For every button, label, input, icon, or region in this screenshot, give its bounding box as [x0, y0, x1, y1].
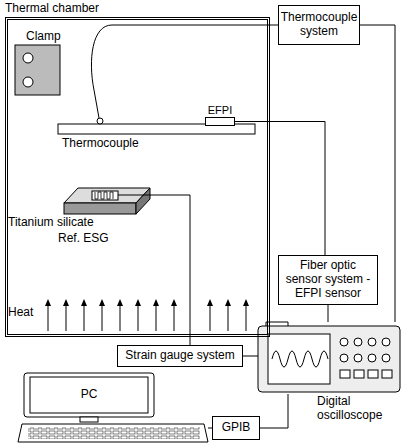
heat-arrow-head — [153, 299, 159, 306]
button — [382, 370, 392, 378]
heat-arrow-head — [117, 299, 123, 306]
knob — [340, 338, 348, 346]
heat-arrow-head — [243, 299, 249, 306]
efpi-sensor: EFPI — [205, 117, 235, 126]
connector — [328, 305, 329, 322]
heat-arrow-shaft — [156, 303, 157, 331]
system-box: Thermocouple system — [278, 5, 360, 45]
monitor — [24, 373, 154, 417]
connector — [243, 356, 258, 357]
pc-picture — [18, 373, 208, 442]
heat-arrow-shaft — [102, 303, 103, 331]
node-label: GPIB — [222, 421, 251, 435]
heat-arrow-head — [135, 299, 141, 306]
button — [368, 370, 378, 378]
monitor-screen — [30, 377, 148, 413]
knob — [340, 354, 348, 362]
heat-arrows — [45, 299, 249, 331]
connector — [235, 122, 325, 256]
thermocouple-bead — [97, 118, 103, 124]
connector — [260, 394, 288, 428]
node-label: Thermal chamber — [5, 2, 99, 16]
heat-arrow-shaft — [84, 303, 85, 331]
knob — [354, 354, 362, 362]
node-label: Strain gauge system — [125, 349, 234, 363]
heat-arrow-head — [225, 299, 231, 306]
gpib-box: GPIB — [212, 416, 260, 440]
heat-arrow-shaft — [120, 303, 121, 331]
knob — [368, 338, 376, 346]
pc: PC — [18, 372, 208, 442]
node-label: EFPI — [208, 104, 232, 117]
keyboard — [18, 424, 208, 442]
oscilloscope-picture — [258, 322, 400, 392]
system-box: Strain gauge system — [117, 345, 243, 367]
titanium-silicate-block — [64, 188, 150, 214]
knob — [368, 354, 376, 362]
clamp-block — [15, 45, 60, 95]
button — [340, 370, 350, 378]
clamp-bolt — [23, 53, 33, 63]
part-label: Ref. ESG — [58, 232, 109, 246]
button — [354, 370, 364, 378]
node-label: PC — [30, 377, 148, 413]
heat-arrow-shaft — [246, 303, 247, 331]
scope-screen — [268, 334, 330, 384]
heat-arrow-shaft — [210, 303, 211, 331]
part-label: Heat — [8, 306, 33, 320]
part-label: Titanium silicate — [8, 216, 94, 230]
gauge-wire — [118, 195, 190, 345]
node-label: Digital oscilloscope — [317, 395, 399, 423]
oscilloscope: Digital oscilloscope — [258, 322, 403, 394]
monitor-stand — [80, 417, 98, 422]
heat-arrow-head — [45, 299, 51, 306]
heat-arrow-head — [207, 299, 213, 306]
knob — [382, 354, 390, 362]
clamp — [15, 45, 60, 95]
heat-arrow-head — [171, 299, 177, 306]
part-label: Thermocouple — [62, 137, 139, 151]
node-label: Thermocouple system — [281, 11, 358, 39]
node-label: Fiber optic sensor system - EFPI sensor — [281, 259, 375, 300]
heat-arrow-shaft — [174, 303, 175, 331]
heat-arrow-head — [99, 299, 105, 306]
block-side — [136, 188, 150, 214]
strain-gauge — [92, 191, 118, 200]
keyboard-keys — [28, 427, 200, 439]
thermal-chamber: Thermal chamberEFPI — [5, 17, 270, 337]
thermocouple-wire — [91, 25, 278, 118]
heat-arrow-head — [81, 299, 87, 306]
heat-arrow-shaft — [138, 303, 139, 331]
part-label: Clamp — [26, 30, 61, 44]
knob — [354, 338, 362, 346]
gauge-grid — [95, 192, 113, 199]
waveform — [272, 351, 328, 367]
heat-arrow-shaft — [48, 303, 49, 331]
system-box: Fiber optic sensor system - EFPI sensor — [278, 255, 378, 305]
scope-body — [258, 326, 400, 392]
heat-arrow-shaft — [66, 303, 67, 331]
knob — [382, 338, 390, 346]
block-front — [64, 203, 136, 214]
heat-arrow-head — [63, 299, 69, 306]
clamp-bolt — [23, 77, 33, 87]
heat-arrow-shaft — [228, 303, 229, 331]
